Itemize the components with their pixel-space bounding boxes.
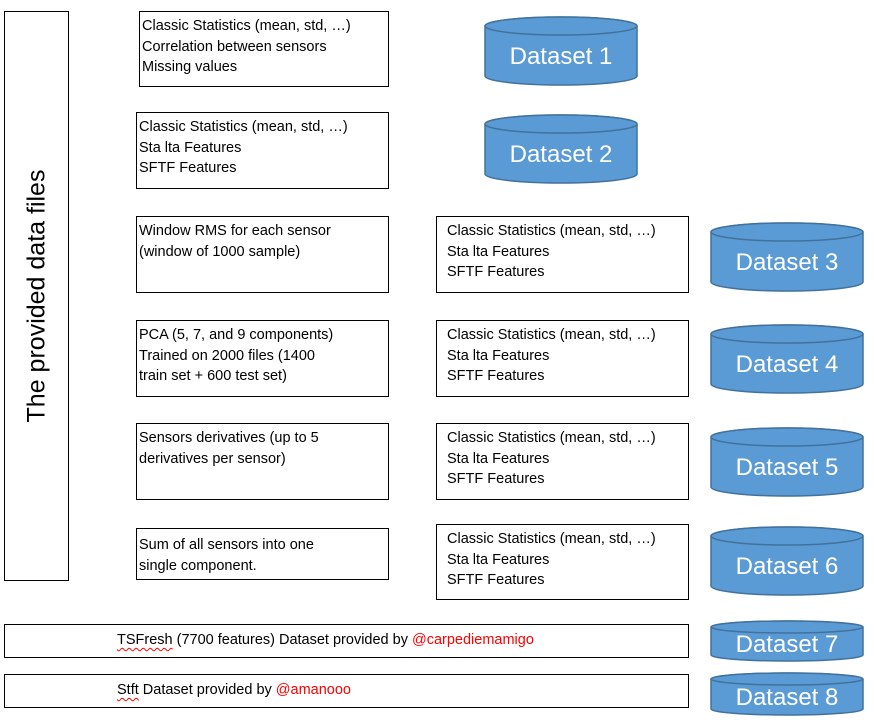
dataset-3-cylinder-shape — [710, 222, 864, 292]
dataset-4-label: Dataset 4 — [735, 351, 839, 378]
row-2-line-2: Sta lta Features — [139, 139, 242, 156]
row-5-features-box: Classic Statistics (mean, std, …) Sta lt… — [436, 423, 689, 500]
dataset-4-cylinder: Dataset 4 — [710, 324, 864, 394]
row-4-feature-1: Classic Statistics (mean, std, …) — [447, 327, 656, 343]
row-4-line-3: train set + 600 test set) — [139, 368, 287, 384]
row-6-feature-3: SFTF Features — [447, 572, 545, 588]
tsfresh-description: (7700 features) Dataset provided by — [172, 632, 412, 648]
row-3-features-box: Classic Statistics (mean, std, …) Sta lt… — [436, 216, 689, 293]
row-1-line-3: Missing values — [142, 59, 238, 75]
dataset-5-label: Dataset 5 — [735, 454, 839, 481]
dataset-3-label: Dataset 3 — [735, 249, 839, 276]
row-4-features-box: Classic Statistics (mean, std, …) Sta lt… — [436, 320, 689, 397]
dataset-7-cylinder-shape — [710, 620, 864, 662]
dataset-8-cylinder: Dataset 8 — [710, 672, 864, 716]
row-6-line-1: Sum of all sensors into one — [139, 537, 314, 553]
dataset-1-cylinder-shape — [484, 16, 638, 86]
row-5-feature-3: SFTF Features — [447, 471, 545, 487]
tsfresh-source-box: TSFresh (7700 features) Dataset provided… — [4, 624, 689, 658]
dataset-2-label: Dataset 2 — [509, 141, 613, 168]
row-1-line-1: Classic Statistics (mean, std, …) — [142, 18, 351, 34]
stft-name: Stft — [117, 682, 139, 698]
stft-source-box: Stft Dataset provided by @amanooo — [4, 674, 689, 708]
dataset-1-label: Dataset 1 — [509, 43, 613, 70]
row-5-processing-box: Sensors derivatives (up to 5 derivatives… — [136, 423, 389, 500]
row-3-feature-2: Sta lta Features — [447, 243, 550, 260]
tsfresh-credit: @carpediemamigo — [411, 632, 534, 648]
dataset-2-cylinder: Dataset 2 — [484, 114, 638, 184]
row-3-feature-1: Classic Statistics (mean, std, …) — [447, 223, 656, 239]
row-6-feature-2: Sta lta Features — [447, 551, 550, 568]
row-4-processing-box: PCA (5, 7, and 9 components) Trained on … — [136, 320, 389, 397]
dataset-7-cylinder: Dataset 7 — [710, 620, 864, 662]
dataset-5-cylinder: Dataset 5 — [710, 427, 864, 497]
dataset-6-label: Dataset 6 — [735, 553, 839, 580]
row-2-line-1: Classic Statistics (mean, std, …) — [139, 119, 348, 135]
row-6-features-box: Classic Statistics (mean, std, …) Sta lt… — [436, 524, 689, 600]
dataset-5-cylinder-shape — [710, 427, 864, 497]
row-4-line-1: PCA (5, 7, and 9 components) — [139, 327, 334, 343]
row-3-feature-3: SFTF Features — [447, 264, 545, 280]
row-4-feature-3: SFTF Features — [447, 368, 545, 384]
stft-description: Dataset provided by — [138, 682, 276, 698]
tsfresh-name: TSFresh — [117, 632, 173, 648]
row-5-feature-2: Sta lta Features — [447, 450, 550, 467]
dataset-7-label: Dataset 7 — [735, 631, 839, 658]
row-5-line-1: Sensors derivatives (up to 5 — [139, 430, 319, 446]
row-3-processing-box: Window RMS for each sensor (window of 10… — [136, 216, 389, 293]
provided-data-files-label: The provided data files — [22, 169, 50, 423]
dataset-4-cylinder-shape — [710, 324, 864, 394]
row-6-feature-1: Classic Statistics (mean, std, …) — [447, 531, 656, 547]
dataset-6-cylinder: Dataset 6 — [710, 526, 864, 596]
dataset-3-cylinder: Dataset 3 — [710, 222, 864, 292]
row-2-processing-box: Classic Statistics (mean, std, …) Sta lt… — [136, 112, 389, 189]
row-1-processing-box: Classic Statistics (mean, std, …) Correl… — [139, 11, 389, 87]
row-3-line-1: Window RMS for each sensor — [139, 223, 331, 239]
row-5-feature-1: Classic Statistics (mean, std, …) — [447, 430, 656, 446]
row-4-feature-2: Sta lta Features — [447, 347, 550, 364]
row-6-processing-box: Sum of all sensors into one single compo… — [136, 528, 389, 580]
row-4-line-2: Trained on 2000 files (1400 — [139, 347, 315, 364]
row-2-line-3: SFTF Features — [139, 160, 237, 176]
row-6-line-2: single component. — [139, 557, 257, 574]
provided-data-files-box: The provided data files — [4, 11, 69, 581]
stft-credit: @amanooo — [275, 682, 351, 698]
row-3-line-2: (window of 1000 sample) — [139, 243, 301, 260]
dataset-1-cylinder: Dataset 1 — [484, 16, 638, 86]
dataset-8-cylinder-shape — [710, 672, 864, 716]
dataset-6-cylinder-shape — [710, 526, 864, 596]
dataset-8-label: Dataset 8 — [735, 684, 839, 711]
row-1-line-2: Correlation between sensors — [142, 38, 327, 55]
dataset-2-cylinder-shape — [484, 114, 638, 184]
row-5-line-2: derivatives per sensor) — [139, 450, 286, 467]
